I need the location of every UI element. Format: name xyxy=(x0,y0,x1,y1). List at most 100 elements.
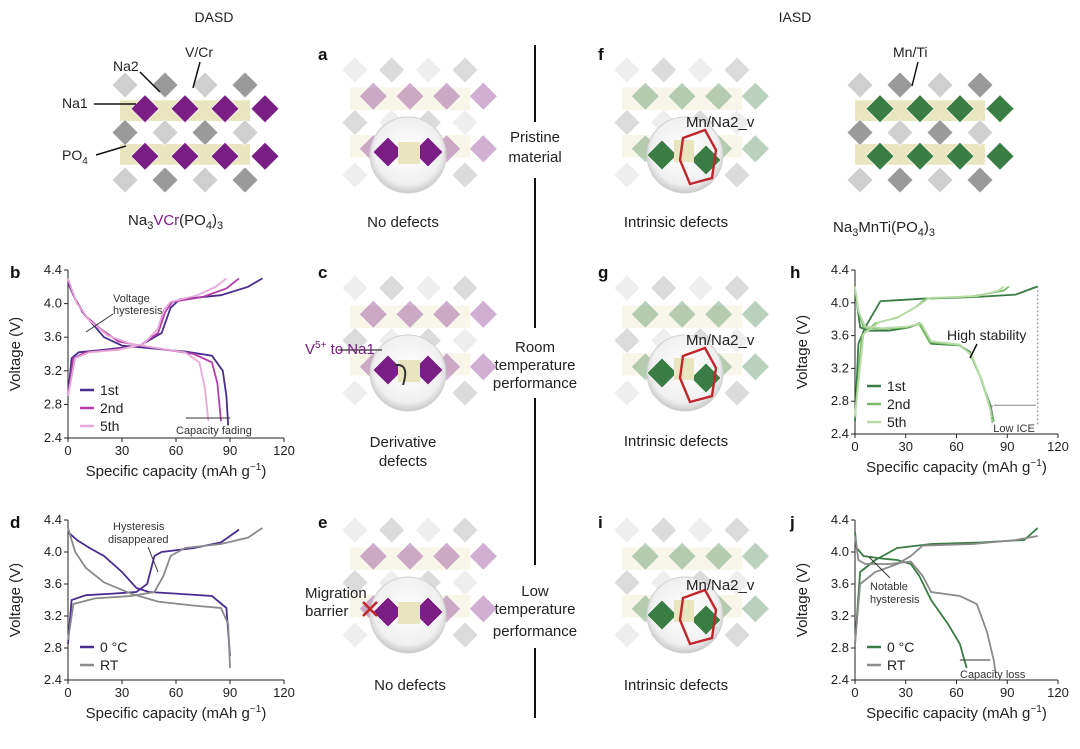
tetrahedron xyxy=(613,161,641,189)
tetrahedron xyxy=(613,379,641,407)
tetrahedron xyxy=(686,516,714,544)
tetrahedron xyxy=(451,161,479,189)
crystal-c-lens xyxy=(369,334,447,412)
tetrahedron xyxy=(231,71,259,99)
panel-label-c: c xyxy=(318,263,327,282)
x-axis-label: Specific capacity (mAh g−1) xyxy=(866,458,1047,476)
octahedron xyxy=(630,299,660,329)
y-tick-label: 3.6 xyxy=(44,329,62,344)
series-discharge-curve xyxy=(67,527,231,669)
octahedron xyxy=(468,81,498,111)
annotation: High stability xyxy=(947,327,1026,343)
tetrahedron xyxy=(451,274,479,302)
octahedron xyxy=(170,94,200,124)
x-tick-label: 0 xyxy=(851,685,858,700)
tetrahedron xyxy=(966,119,994,146)
octahedron xyxy=(395,541,425,571)
octahedron xyxy=(740,81,770,111)
tetrahedron xyxy=(723,109,751,136)
blocked-x-icon xyxy=(362,601,378,617)
y-tick-label: 4.0 xyxy=(44,544,62,559)
octahedron xyxy=(358,81,388,111)
tetrahedron xyxy=(451,56,479,84)
x-tick-label: 90 xyxy=(223,443,237,458)
panel-label-j: j xyxy=(789,513,795,532)
tetrahedron xyxy=(341,161,369,189)
y-tick-label: 3.2 xyxy=(831,360,849,375)
series-charge-curve xyxy=(854,285,1005,417)
octahedron xyxy=(210,141,240,171)
panel-label-i: i xyxy=(598,513,603,532)
series-discharge-curve xyxy=(854,531,968,669)
tetrahedron xyxy=(613,274,641,302)
series-charge-curve xyxy=(67,528,240,645)
middle-label: temperature xyxy=(495,357,576,374)
octahedron xyxy=(395,299,425,329)
annotation: hysteresis xyxy=(870,594,920,606)
tetrahedron xyxy=(451,327,479,354)
octahedron xyxy=(250,141,280,171)
po4-label: PO4 xyxy=(62,147,88,167)
tetrahedron xyxy=(341,327,369,354)
x-tick-label: 120 xyxy=(273,443,295,458)
y-tick-label: 2.8 xyxy=(44,640,62,655)
annotation: disappeared xyxy=(108,534,169,546)
series-charge-curve xyxy=(67,277,240,397)
tetrahedron xyxy=(111,71,139,99)
octahedron xyxy=(905,141,935,171)
annotation-arrow xyxy=(969,343,978,359)
tetrahedron xyxy=(191,71,219,99)
tetrahedron xyxy=(686,274,714,302)
na2-label: Na2 xyxy=(113,58,139,74)
octahedron xyxy=(740,541,770,571)
octahedron xyxy=(468,134,498,164)
tetrahedron xyxy=(846,166,874,194)
crystal-e-lens xyxy=(369,576,447,654)
y-tick-label: 4.0 xyxy=(831,544,849,559)
octahedron xyxy=(740,352,770,382)
tetrahedron xyxy=(723,327,751,354)
tetrahedron xyxy=(414,516,442,544)
y-tick-label: 3.6 xyxy=(831,576,849,591)
annotation: Notable xyxy=(870,581,908,593)
dasd-header: DASD xyxy=(195,9,234,25)
middle-label: material xyxy=(508,149,561,166)
y-tick-label: 2.8 xyxy=(831,393,849,408)
y-tick-label: 2.8 xyxy=(44,396,62,411)
tetrahedron xyxy=(886,71,914,99)
series-charge-curve xyxy=(67,277,227,397)
caption-f: Intrinsic defects xyxy=(624,214,728,231)
series-charge-curve xyxy=(854,285,1039,422)
caption-i: Intrinsic defects xyxy=(624,677,728,694)
x-tick-label: 30 xyxy=(115,443,129,458)
octahedron xyxy=(905,94,935,124)
octahedron xyxy=(985,141,1015,171)
caption-g: Intrinsic defects xyxy=(624,433,728,450)
octahedron xyxy=(395,81,425,111)
annotation-arrow xyxy=(85,313,114,333)
octahedron xyxy=(740,594,770,624)
annotation: hysteresis xyxy=(113,305,163,317)
y-tick-label: 3.6 xyxy=(44,576,62,591)
x-tick-label: 60 xyxy=(169,443,183,458)
octahedron xyxy=(432,541,462,571)
tetrahedron xyxy=(341,56,369,84)
tetrahedron xyxy=(341,621,369,649)
tetrahedron xyxy=(613,109,641,136)
legend-label: 1st xyxy=(887,378,906,394)
y-tick-label: 3.2 xyxy=(831,608,849,623)
octahedron xyxy=(646,357,678,389)
x-tick-label: 120 xyxy=(273,685,295,700)
vcr-label: V/Cr xyxy=(185,44,213,60)
y-tick-label: 2.4 xyxy=(44,430,62,445)
defect-site-outline xyxy=(678,588,718,646)
tetrahedron xyxy=(231,119,259,146)
tetrahedron xyxy=(723,516,751,544)
annotation: Voltage xyxy=(113,293,150,305)
octahedron xyxy=(630,541,660,571)
tetrahedron xyxy=(451,569,479,596)
